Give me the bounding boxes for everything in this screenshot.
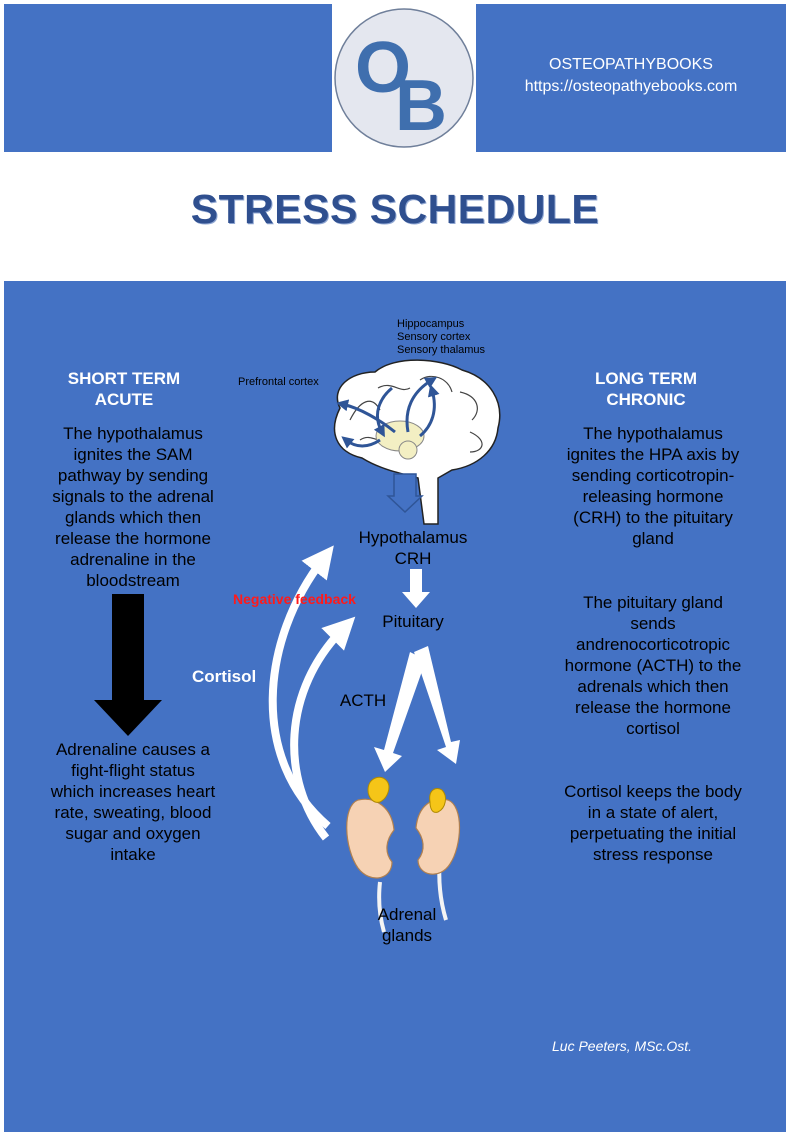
short-term-heading: SHORT TERM ACUTE bbox=[24, 368, 224, 410]
text-line: release the hormone bbox=[575, 698, 731, 717]
header-band-left bbox=[4, 4, 332, 152]
text-line: bloodstream bbox=[86, 571, 180, 590]
text-line: intake bbox=[110, 845, 156, 864]
text-line: The pituitary gland bbox=[583, 593, 723, 612]
text-line: sends bbox=[630, 614, 676, 633]
text-line: releasing hormone bbox=[582, 487, 724, 506]
acth-label: ACTH bbox=[339, 691, 387, 710]
text-line: adrenals which then bbox=[577, 677, 729, 696]
text-line: sending corticotropin- bbox=[571, 466, 735, 485]
cortisol-label: Cortisol bbox=[192, 667, 257, 686]
hypothalamus-label: Hypothalamus CRH bbox=[330, 527, 496, 569]
logo-mark: O B bbox=[334, 8, 474, 148]
text-line: sugar and oxygen bbox=[65, 824, 201, 843]
text-line: perpetuating the initial bbox=[569, 824, 737, 843]
label-sensory-thalamus: Sensory thalamus bbox=[397, 344, 486, 356]
text-line: release the hormone bbox=[55, 529, 211, 548]
text-line: in a state of alert, bbox=[587, 803, 719, 822]
short-term-heading-line1: SHORT TERM bbox=[67, 369, 181, 388]
svg-text:B: B bbox=[395, 66, 447, 146]
brain-illustration bbox=[333, 359, 501, 525]
text-line: andrenocorticotropic bbox=[575, 635, 731, 654]
sam-pathway-text: The hypothalamus ignites the SAM pathway… bbox=[14, 423, 252, 591]
cortisol-feedback-to-pituitary-arrow bbox=[290, 616, 356, 841]
text-line: cortisol bbox=[626, 719, 680, 738]
negative-feedback-label: Negative feedback bbox=[233, 591, 356, 607]
text-line: rate, sweating, blood bbox=[54, 803, 212, 822]
logo: O B bbox=[333, 4, 476, 152]
long-term-heading: LONG TERM CHRONIC bbox=[546, 368, 746, 410]
text-line: pathway by sending bbox=[57, 466, 209, 485]
text-line: ignites the SAM bbox=[73, 445, 193, 464]
adrenaline-arrow bbox=[94, 594, 162, 736]
brand: OSTEOPATHYBOOKS https://osteopathyebooks… bbox=[476, 54, 786, 98]
brand-name: OSTEOPATHYBOOKS bbox=[549, 56, 713, 73]
short-term-heading-line2: ACUTE bbox=[94, 390, 154, 409]
text-line: adrenaline in the bbox=[70, 550, 196, 569]
label-prefrontal-cortex: Prefrontal cortex bbox=[238, 376, 319, 388]
acth-text: The pituitary gland sends andrenocortico… bbox=[536, 592, 770, 739]
cortisol-effect-text: Cortisol keeps the body in a state of al… bbox=[536, 781, 770, 865]
text-line: Cortisol keeps the body bbox=[564, 782, 742, 801]
brand-url[interactable]: https://osteopathyebooks.com bbox=[524, 78, 738, 95]
svg-text:O: O bbox=[355, 28, 411, 108]
label-hypothalamus: Hypothalamus bbox=[358, 528, 468, 547]
text-line: stress response bbox=[593, 845, 713, 864]
label-crh: CRH bbox=[394, 549, 432, 568]
author-signature: Luc Peeters, MSc.Ost. bbox=[552, 1038, 693, 1054]
text-line: which increases heart bbox=[50, 782, 216, 801]
adrenaline-effect-text: Adrenaline causes a fight-flight status … bbox=[14, 739, 252, 865]
label-hippocampus: Hippocampus bbox=[397, 318, 465, 330]
text-line: The hypothalamus bbox=[583, 424, 723, 443]
long-term-heading-line1: LONG TERM bbox=[595, 369, 697, 388]
text-line: glands which then bbox=[64, 508, 202, 527]
adrenal-glands-label: Adrenal glands bbox=[356, 904, 458, 946]
text-line: Adrenaline causes a bbox=[55, 740, 211, 759]
hpa-axis-text: The hypothalamus ignites the HPA axis by… bbox=[536, 423, 770, 549]
page-title: STRESS SCHEDULE bbox=[190, 186, 600, 232]
text-line: signals to the adrenal bbox=[52, 487, 214, 506]
label-sensory-cortex: Sensory cortex bbox=[397, 331, 471, 343]
text-line: The hypothalamus bbox=[63, 424, 203, 443]
acth-arrows bbox=[374, 646, 460, 772]
label-glands: glands bbox=[381, 926, 433, 945]
hypothalamus-to-pituitary-arrow bbox=[402, 569, 430, 608]
text-line: (CRH) to the pituitary bbox=[573, 508, 733, 527]
text-line: hormone (ACTH) to the bbox=[564, 656, 742, 675]
text-line: ignites the HPA axis by bbox=[566, 445, 740, 464]
pituitary-label: Pituitary bbox=[382, 612, 444, 631]
brain-labels: Hippocampus Sensory cortex Sensory thala… bbox=[397, 318, 485, 357]
text-line: gland bbox=[632, 529, 674, 548]
long-term-heading-line2: CHRONIC bbox=[606, 390, 686, 409]
text-line: fight-flight status bbox=[71, 761, 195, 780]
header-band-right bbox=[476, 4, 786, 152]
label-adrenal: Adrenal bbox=[377, 905, 437, 924]
adrenal-glands-illustration bbox=[346, 776, 460, 933]
